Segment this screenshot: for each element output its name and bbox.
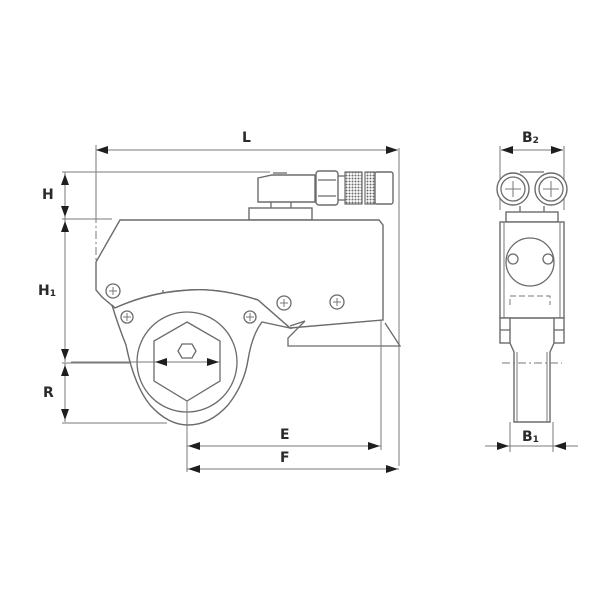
screw-1-icon <box>105 283 121 299</box>
screw-2-icon <box>120 310 134 324</box>
ratchet-head <box>71 289 293 426</box>
front-view <box>485 146 578 452</box>
hydraulic-coupler <box>248 170 394 221</box>
side-view <box>61 145 402 473</box>
front-housing <box>499 221 565 423</box>
dimension-H <box>61 171 270 220</box>
label-E: E <box>280 427 290 443</box>
screw-3-icon <box>243 310 257 324</box>
label-R: R <box>43 385 54 401</box>
dimension-B1 <box>485 422 578 452</box>
screw-4-icon <box>276 295 292 311</box>
label-F: F <box>280 450 290 466</box>
label-B1: B1 <box>522 429 539 445</box>
screws <box>105 283 345 324</box>
swivel-heads <box>496 171 568 223</box>
dimension-R <box>61 363 167 424</box>
label-H: H <box>42 187 54 203</box>
screw-5-icon <box>329 294 345 310</box>
label-L: L <box>242 130 251 146</box>
dimension-E-F <box>186 320 399 473</box>
label-H1: H1 <box>38 283 56 299</box>
label-B2: B2 <box>522 130 539 146</box>
dimension-L <box>95 145 400 466</box>
